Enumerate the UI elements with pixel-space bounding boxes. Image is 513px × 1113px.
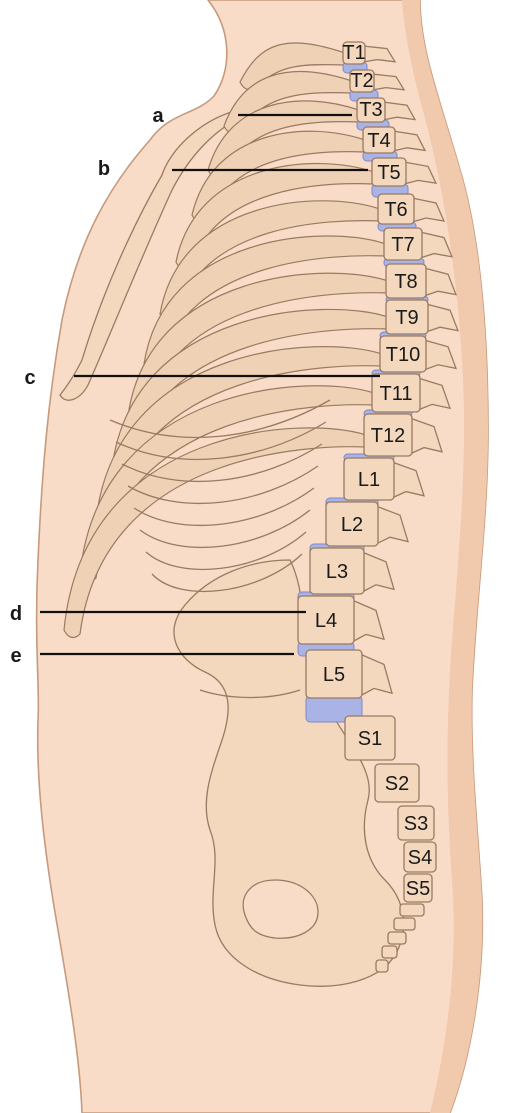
coccyx-segment [382,946,397,958]
vertebra-label: S2 [385,773,409,795]
vertebra-label: T9 [395,307,418,329]
vertebra-label: L3 [326,561,348,583]
vertebra-label: L2 [341,514,363,536]
coccyx-segment [376,960,388,972]
coccyx-segment [388,932,406,944]
vertebra-label: T10 [386,344,420,366]
pointer-letter: e [10,645,21,667]
pointer-letter: b [98,158,110,180]
vertebra-label: T1 [342,42,365,64]
pointer-letter: d [10,603,22,625]
vertebra-label: S5 [406,878,430,900]
vertebra-label: T11 [380,383,413,405]
vertebra-label: T5 [377,162,400,184]
coccyx-segment [394,918,415,930]
vertebra-label: T8 [394,271,417,293]
vertebra-label: T4 [367,130,390,152]
vertebra-label: T3 [359,99,382,121]
pointer-letter: c [24,367,35,389]
vertebra-label: L5 [323,664,345,686]
vertebra-label: S3 [404,813,428,835]
vertebra-label: T7 [391,234,414,256]
coccyx-segment [400,904,424,916]
vertebra-label: T12 [371,425,405,447]
vertebra-label: T6 [384,199,407,221]
vertebra-label: S1 [358,728,382,750]
vertebra-label: T2 [350,70,373,92]
vertebra-label: S4 [408,847,432,869]
vertebra-label: L1 [358,469,380,491]
pointer-letter: a [152,105,164,127]
vertebra-label: L4 [315,610,337,632]
